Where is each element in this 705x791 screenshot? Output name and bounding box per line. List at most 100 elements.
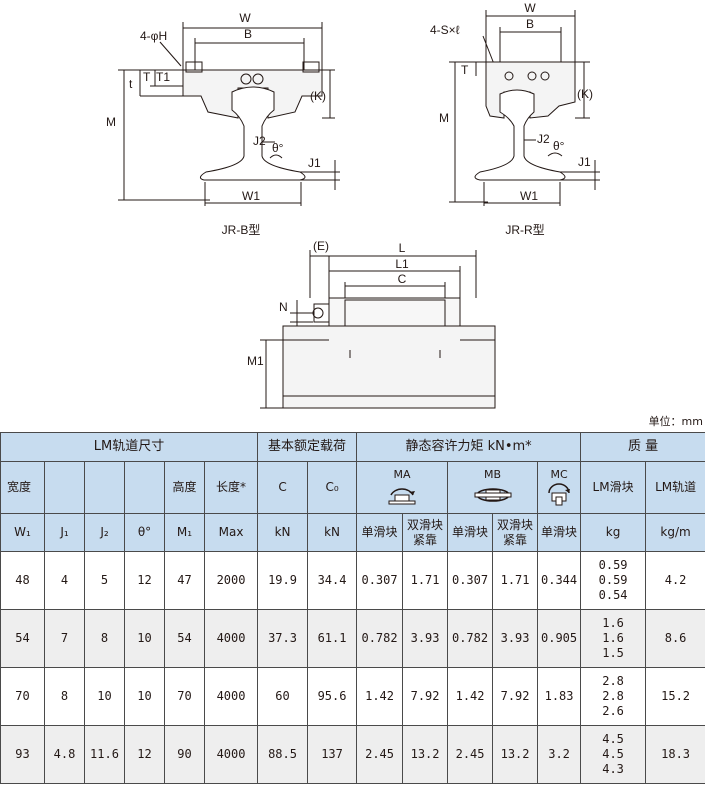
hdr-kn-c0: kN [307, 513, 358, 552]
cell-mb-single: 1.42 [447, 667, 494, 726]
dim-w-label-r: W [524, 1, 536, 15]
hdr-w1: W₁ [0, 513, 45, 552]
cell-mb-double: 3.93 [492, 609, 539, 668]
ma-label: MA [393, 467, 411, 481]
mc-icon [548, 483, 571, 506]
cell-m1: 47 [164, 551, 205, 610]
block-mass-value: 1.6 [602, 616, 624, 630]
cell-mc-single: 1.83 [537, 667, 582, 726]
hdr-rail-mass: LM轨道 [645, 461, 705, 514]
block-mass-value: 1.6 [602, 631, 624, 645]
cell-w1: 54 [0, 609, 45, 668]
table-row: 93 4.8 11.6 12 90 4000 88.5 137 2.45 13.… [0, 725, 705, 784]
hdr-kn-c: kN [257, 513, 309, 552]
cell-ma-double: 13.2 [402, 725, 449, 784]
cell-mb-single: 2.45 [447, 725, 494, 784]
hdr-kg: kg [580, 513, 647, 552]
ma-icon [388, 488, 416, 505]
cell-j2: 8 [84, 609, 125, 668]
cell-j1: 8 [44, 667, 85, 726]
cell-c: 88.5 [257, 725, 309, 784]
cell-block-mass: 2.8 2.8 2.6 [580, 667, 647, 726]
hdr-ma: MA [356, 461, 449, 514]
hdr-block-mass: LM滑块 [580, 461, 647, 514]
dim-l-label: L [399, 241, 406, 255]
group-moment: 静态容许力矩 kN•m* [356, 432, 582, 462]
cell-c: 60 [257, 667, 309, 726]
cell-w1: 70 [0, 667, 45, 726]
hdr-c0: C₀ [307, 461, 358, 514]
dim-h-label: 4-φH [140, 29, 167, 43]
block-mass-value: 0.54 [598, 588, 628, 602]
dim-j1-label-r: J1 [578, 155, 591, 169]
dim-l1-label: L1 [395, 257, 409, 271]
dim-t-label: T [143, 70, 151, 84]
block-mass-value: 0.59 [598, 558, 628, 572]
dim-j1-label: J1 [308, 156, 321, 170]
cell-w1: 48 [0, 551, 45, 610]
hdr-mc-single: 单滑块 [537, 513, 582, 552]
jr-r-drawing [449, 10, 600, 206]
unit-note: 单位：mm [648, 415, 703, 428]
cell-max: 4000 [203, 609, 259, 668]
dim-e-label: (E) [313, 239, 329, 253]
cell-ma-single: 2.45 [356, 725, 404, 784]
table-row: 48 4 5 12 47 2000 19.9 34.4 0.307 1.71 0… [0, 551, 705, 610]
dim-s-label: 4-S×ℓ [430, 23, 460, 37]
cell-mb-double: 7.92 [492, 667, 539, 726]
mc-label: MC [550, 467, 568, 481]
hdr-width: 宽度 [0, 461, 45, 514]
cell-mc-single: 3.2 [537, 725, 582, 784]
dim-j2-label-r: J2 [537, 132, 550, 146]
jr-b-labels: W B 4-φH T T1 t (K) M J2 θ° J1 W1 JR-B型 [106, 11, 326, 237]
cell-rail-mass: 8.6 [645, 609, 705, 668]
side-view-labels: (E) L L1 C N M1 [247, 239, 409, 368]
cell-max: 4000 [203, 725, 259, 784]
cell-mb-double: 1.71 [492, 551, 539, 610]
hdr-mb: MB [447, 461, 539, 514]
cell-j1: 4.8 [44, 725, 85, 784]
hdr-ma-single: 单滑块 [356, 513, 404, 552]
cell-block-mass: 0.59 0.59 0.54 [580, 551, 647, 610]
cell-m1: 90 [164, 725, 205, 784]
cell-theta: 12 [124, 725, 165, 784]
cell-max: 2000 [203, 551, 259, 610]
block-mass-value: 1.5 [602, 646, 624, 660]
cell-theta: 12 [124, 551, 165, 610]
table-row: 70 8 10 10 70 4000 60 95.6 1.42 7.92 1.4… [0, 667, 705, 726]
dim-t-small-label: t [129, 77, 133, 91]
hdr-kgm: kg/m [645, 513, 705, 552]
cell-m1: 54 [164, 609, 205, 668]
table-row: 54 7 8 10 54 4000 37.3 61.1 0.782 3.93 0… [0, 609, 705, 668]
cell-c0: 95.6 [307, 667, 358, 726]
cell-j2: 5 [84, 551, 125, 610]
block-mass-value: 4.5 [602, 747, 624, 761]
jr-r-labels: W B 4-S×ℓ T (K) M J2 θ° J1 W1 JR-R型 [430, 1, 593, 237]
jr-b-caption: JR-B型 [222, 223, 261, 237]
hdr-mb-double: 双滑块紧靠 [492, 513, 539, 552]
dim-c-label: C [398, 272, 407, 286]
cell-c: 19.9 [257, 551, 309, 610]
cell-rail-mass: 4.2 [645, 551, 705, 610]
hdr-j1: J₁ [44, 513, 85, 552]
block-mass-value: 2.8 [602, 689, 624, 703]
cell-w1: 93 [0, 725, 45, 784]
cell-ma-single: 1.42 [356, 667, 404, 726]
cell-mc-single: 0.905 [537, 609, 582, 668]
mb-label: MB [484, 467, 502, 481]
hdr-c: C [257, 461, 309, 514]
hdr-j2: J₂ [84, 513, 125, 552]
hdr-max: Max [203, 513, 259, 552]
cell-m1: 70 [164, 667, 205, 726]
cell-ma-single: 0.782 [356, 609, 404, 668]
hdr-mb-single: 单滑块 [447, 513, 494, 552]
dim-theta-label: θ° [272, 141, 284, 155]
cell-theta: 10 [124, 609, 165, 668]
cell-c0: 34.4 [307, 551, 358, 610]
dim-b-label-r: B [526, 17, 534, 31]
hdr-ma-double: 双滑块紧靠 [402, 513, 449, 552]
spec-table: LM轨道尺寸 基本额定载荷 静态容许力矩 kN•m* 质 量 宽度 高度 长度*… [0, 432, 705, 784]
dim-w-label: W [239, 11, 251, 25]
cell-rail-mass: 18.3 [645, 725, 705, 784]
dim-w1-label-r: W1 [520, 189, 538, 203]
